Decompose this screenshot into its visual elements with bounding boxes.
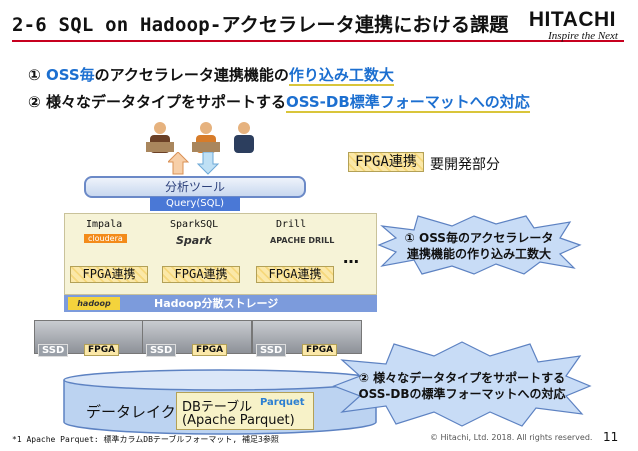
page-title: 2-6 SQL on Hadoop-アクセラレータ連携における課題 <box>12 14 509 36</box>
parquet-label: (Apache Parquet) <box>182 413 295 428</box>
callout-2-line2: OSS-DBの標準フォーマットへの対応 <box>358 387 566 401</box>
point-1-marker: ① <box>28 66 41 84</box>
point-1-highlight: OSS毎 <box>45 66 95 84</box>
arrows-icon <box>168 152 220 175</box>
engine-drill-fpga: FPGA連携 <box>256 266 334 283</box>
engine-sparksql-fpga: FPGA連携 <box>162 266 240 283</box>
ssd-badge: SSD <box>256 344 287 357</box>
point-2-mid: への対応 <box>469 93 530 113</box>
callout-2-text: ② 様々なデータタイプをサポートする OSS-DBの標準フォーマットへの対応 <box>346 370 578 402</box>
point-1-underlined: 作り込み工数大 <box>288 66 394 86</box>
point-2: ② 様々なデータタイプをサポートするOSS-DB標準フォーマットへの対応 <box>28 91 530 113</box>
query-label: Query(SQL) <box>150 197 240 211</box>
engine-sparksql-label: SparkSQL <box>170 219 219 230</box>
person-icon <box>234 122 254 153</box>
fpga-chip: FPGA <box>84 344 120 356</box>
ssd-badge: SSD <box>146 344 177 357</box>
person-icon <box>146 122 174 153</box>
ssd-badge: SSD <box>38 344 69 357</box>
footnote: *1 Apache Parquet: 標準カラムDBテーブルフォーマット, 補足… <box>12 435 279 444</box>
engine-impala-label: Impala <box>86 219 123 230</box>
hitachi-tagline: Inspire the Next <box>548 30 618 42</box>
db-table-box <box>176 392 314 430</box>
engine-impala-fpga: FPGA連携 <box>70 266 148 283</box>
point-2-highlight: OSS-DB標準フォーマット <box>285 93 470 113</box>
spark-logo: Spark <box>176 234 212 247</box>
copyright: © Hitachi, Ltd. 2018. All rights reserve… <box>430 433 593 442</box>
cloudera-logo: cloudera <box>84 234 127 243</box>
engine-drill-label: Drill <box>276 219 307 230</box>
fpga-chip: FPGA <box>192 344 228 356</box>
legend-fpga-tag: FPGA連携 <box>348 152 424 172</box>
point-2-pre: 様々なデータタイプをサポートする <box>45 93 286 111</box>
point-2-marker: ② <box>28 93 41 111</box>
legend-text: 要開発部分 <box>430 157 500 173</box>
hadoop-storage-bar: Hadoop分散ストレージ <box>64 295 377 312</box>
point-1-mid: のアクセラレータ連携機能の <box>94 66 289 84</box>
users-icon-group <box>146 122 254 153</box>
more-engines-ellipsis: … <box>343 248 359 267</box>
callout-2-burst <box>332 341 592 427</box>
callout-2-line1: ② 様々なデータタイプをサポートする <box>358 371 566 385</box>
callout-1-line1: ① OSS毎のアクセラレータ <box>404 231 554 245</box>
analysis-tool-box: 分析ツール <box>84 176 306 198</box>
page-number: 11 <box>603 430 619 444</box>
callout-1-burst <box>377 215 582 275</box>
callout-1-text: ① OSS毎のアクセラレータ 連携機能の作り込み工数大 <box>386 230 572 262</box>
parquet-logo: Parquet <box>260 397 305 408</box>
hitachi-logo: HITACHI <box>528 8 616 31</box>
fpga-chip: FPGA <box>302 344 338 356</box>
hadoop-logo: hadoop <box>68 297 120 310</box>
point-1: ① OSS毎のアクセラレータ連携機能の作り込み工数大 <box>28 64 394 86</box>
title-rule <box>12 40 624 42</box>
person-icon <box>192 122 220 153</box>
callout-1-line2: 連携機能の作り込み工数大 <box>406 247 551 261</box>
data-lake-label: データレイク <box>86 403 176 421</box>
db-table-label: DBテーブル <box>182 400 253 415</box>
drill-logo: APACHE DRILL <box>270 236 335 245</box>
